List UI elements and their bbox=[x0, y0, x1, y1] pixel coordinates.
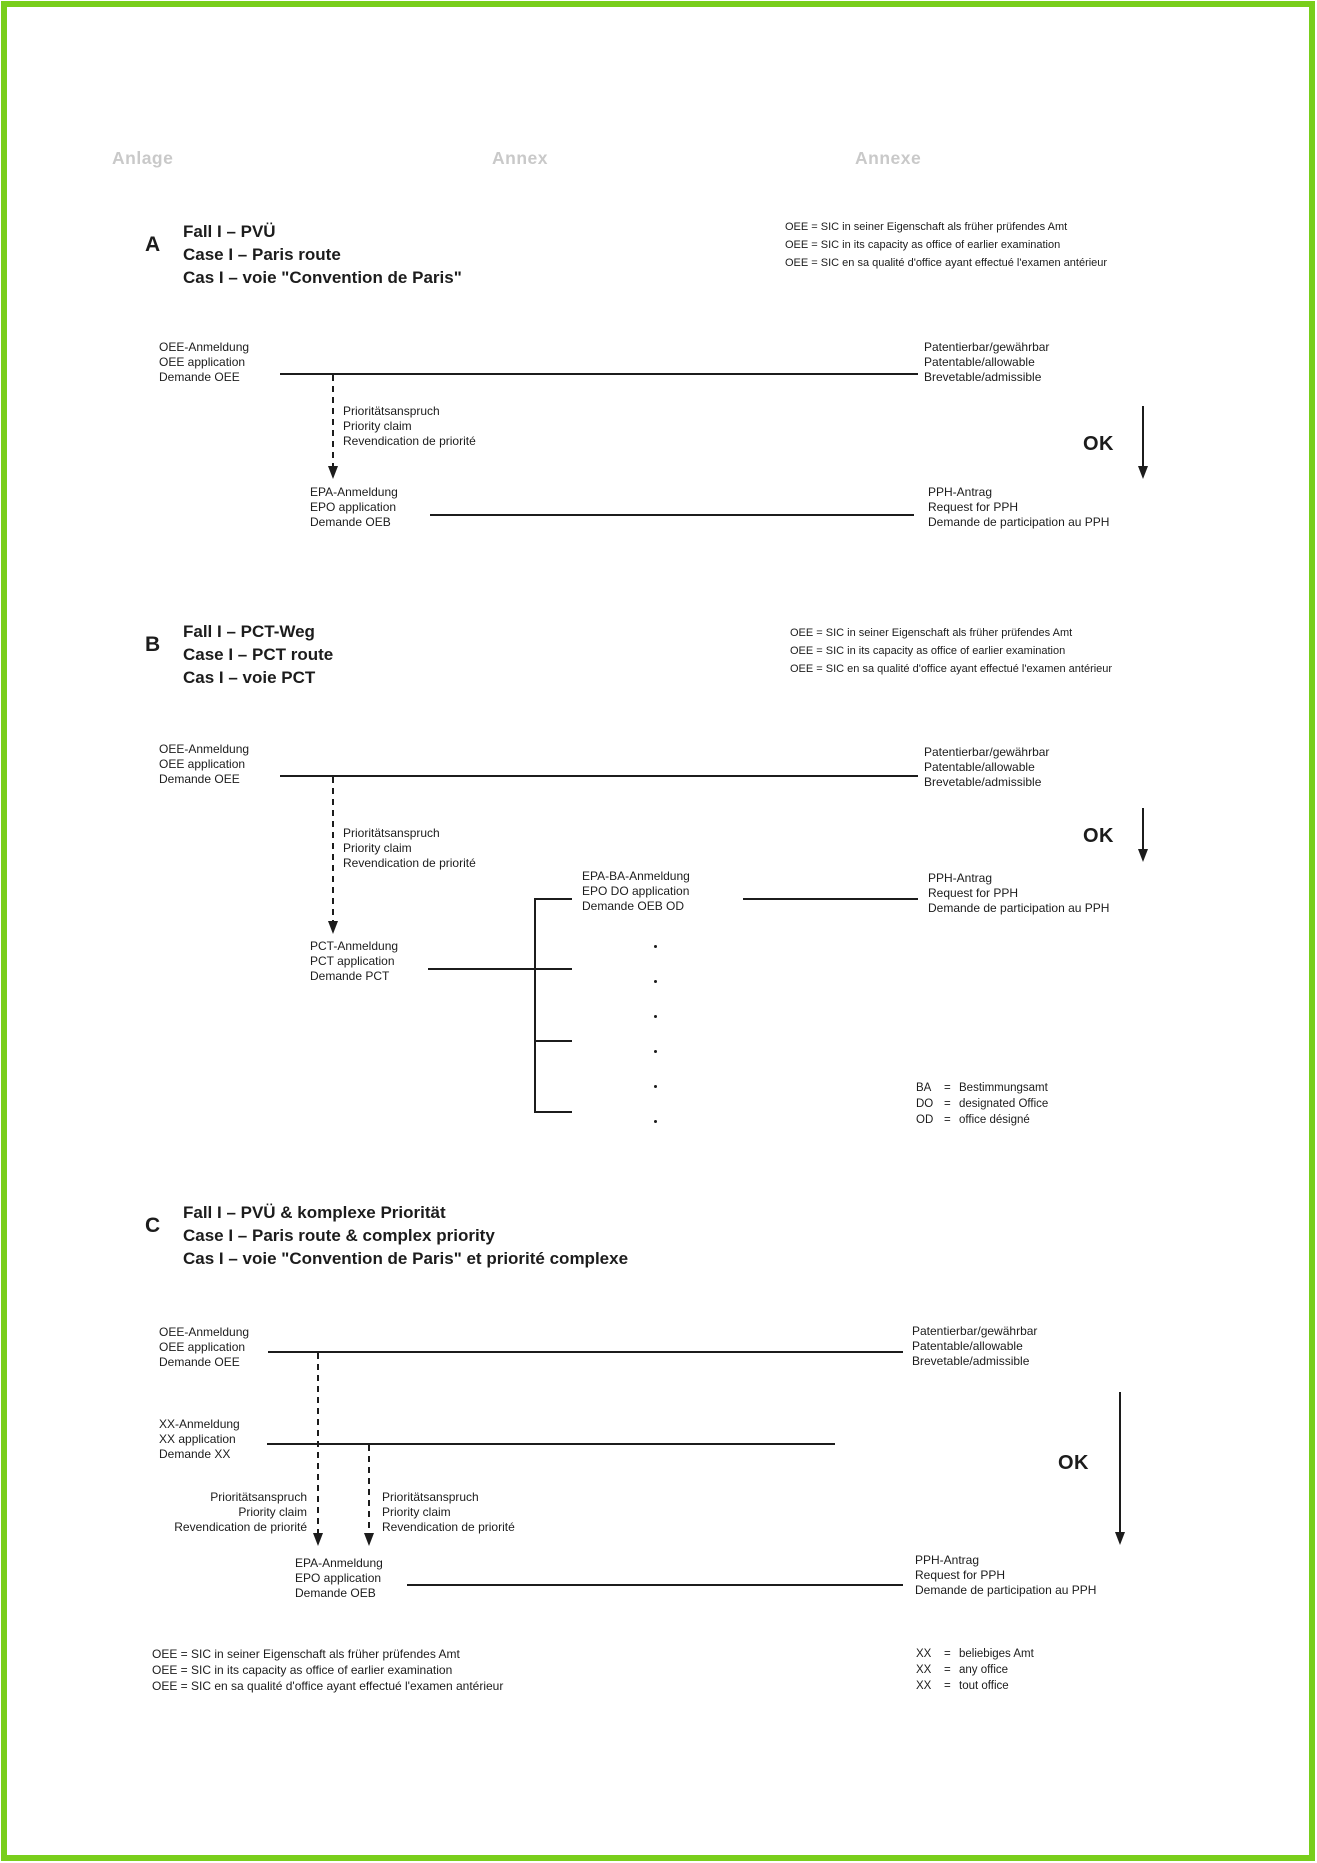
legend-text: designated Office bbox=[959, 1098, 1049, 1110]
legend-abbr: XX bbox=[916, 1664, 932, 1676]
section-c-oee-timeline bbox=[268, 1351, 903, 1353]
ellipsis-dot bbox=[654, 1050, 657, 1053]
header-annexe: Annexe bbox=[855, 148, 922, 168]
legend-row: XX = any office bbox=[916, 1662, 1034, 1678]
header-anlage: Anlage bbox=[112, 148, 174, 168]
section-c-priority-arrow-1-head bbox=[313, 1533, 323, 1546]
legend-text: tout office bbox=[959, 1680, 1009, 1692]
header-annex: Annex bbox=[492, 148, 548, 168]
legend-row: DO = designated Office bbox=[916, 1096, 1048, 1112]
section-a-epo-timeline bbox=[430, 514, 914, 516]
legend-row: XX = beliebiges Amt bbox=[916, 1646, 1034, 1662]
section-a-letter: A bbox=[145, 233, 161, 256]
legend-abbr: DO bbox=[916, 1098, 934, 1110]
legend-abbr: OD bbox=[916, 1114, 934, 1126]
section-c-ok-arrow-stem bbox=[1119, 1392, 1121, 1532]
section-b-priority-arrow-stem bbox=[332, 777, 334, 921]
section-a-ok-arrow-head bbox=[1138, 466, 1148, 479]
section-b-bracket-tick-bottom bbox=[534, 1111, 572, 1113]
section-b-ok-arrow-head bbox=[1138, 849, 1148, 862]
section-c-xx-legend: XX = beliebiges Amt XX = any office XX =… bbox=[916, 1646, 1034, 1694]
legend-equals: = bbox=[944, 1082, 951, 1094]
section-a-oee-legend: OEE = SIC in seiner Eigenschaft als früh… bbox=[785, 221, 1108, 269]
legend-abbr: BA bbox=[916, 1082, 932, 1094]
section-b-priority-arrow-head bbox=[328, 921, 338, 934]
legend-equals: = bbox=[944, 1648, 951, 1660]
legend-row: OD = office désigné bbox=[916, 1112, 1048, 1128]
legend-abbr: XX bbox=[916, 1648, 932, 1660]
section-b-letter: B bbox=[145, 633, 161, 656]
section-b-oee-timeline bbox=[280, 775, 918, 777]
legend-equals: = bbox=[944, 1680, 951, 1692]
legend-text: Bestimmungsamt bbox=[959, 1082, 1048, 1094]
ellipsis-dot bbox=[654, 1085, 657, 1088]
section-a-oee-timeline bbox=[280, 373, 918, 375]
section-a-ok-label: OK bbox=[1083, 433, 1114, 455]
legend-row: BA = Bestimmungsamt bbox=[916, 1080, 1048, 1096]
legend-text: office désigné bbox=[959, 1114, 1030, 1126]
legend-abbr: XX bbox=[916, 1680, 932, 1692]
legend-equals: = bbox=[944, 1098, 951, 1110]
section-c-oee-legend: OEE = SIC in seiner Eigenschaft als früh… bbox=[152, 1647, 504, 1693]
section-c-xx-timeline bbox=[267, 1443, 835, 1445]
section-b-pct-timeline bbox=[428, 968, 572, 970]
section-c-priority-arrow-1-stem bbox=[317, 1353, 319, 1533]
section-a-ok-arrow-stem bbox=[1142, 406, 1144, 466]
ellipsis-dot bbox=[654, 1120, 657, 1123]
section-b-ba-legend: BA = Bestimmungsamt DO = designated Offi… bbox=[916, 1080, 1048, 1128]
section-c-ok-label: OK bbox=[1058, 1452, 1089, 1474]
section-c-epo-timeline bbox=[407, 1584, 903, 1586]
section-c-ok-arrow-head bbox=[1115, 1532, 1125, 1545]
section-a-priority-arrow-head bbox=[328, 466, 338, 479]
section-b-ok-label: OK bbox=[1083, 825, 1114, 847]
legend-equals: = bbox=[944, 1664, 951, 1676]
section-b-epo-do-timeline bbox=[743, 898, 918, 900]
legend-text: beliebiges Amt bbox=[959, 1648, 1034, 1660]
section-a-priority-arrow-stem bbox=[332, 375, 334, 466]
section-c-priority-arrow-2-head bbox=[364, 1533, 374, 1546]
section-b-bracket-tick-top bbox=[534, 898, 572, 900]
legend-text: any office bbox=[959, 1664, 1009, 1676]
section-c-priority-arrow-2-stem bbox=[368, 1445, 370, 1533]
legend-row: XX = tout office bbox=[916, 1678, 1034, 1694]
section-c-letter: C bbox=[145, 1214, 161, 1237]
section-b-designation-bracket bbox=[534, 898, 536, 1113]
section-b-bracket-tick-middle bbox=[534, 1040, 572, 1042]
legend-equals: = bbox=[944, 1114, 951, 1126]
ellipsis-dot bbox=[654, 1015, 657, 1018]
ellipsis-dot bbox=[654, 980, 657, 983]
ellipsis-dot bbox=[654, 945, 657, 948]
section-b-ok-arrow-stem bbox=[1142, 808, 1144, 849]
section-b-oee-legend: OEE = SIC in seiner Eigenschaft als früh… bbox=[790, 627, 1113, 675]
